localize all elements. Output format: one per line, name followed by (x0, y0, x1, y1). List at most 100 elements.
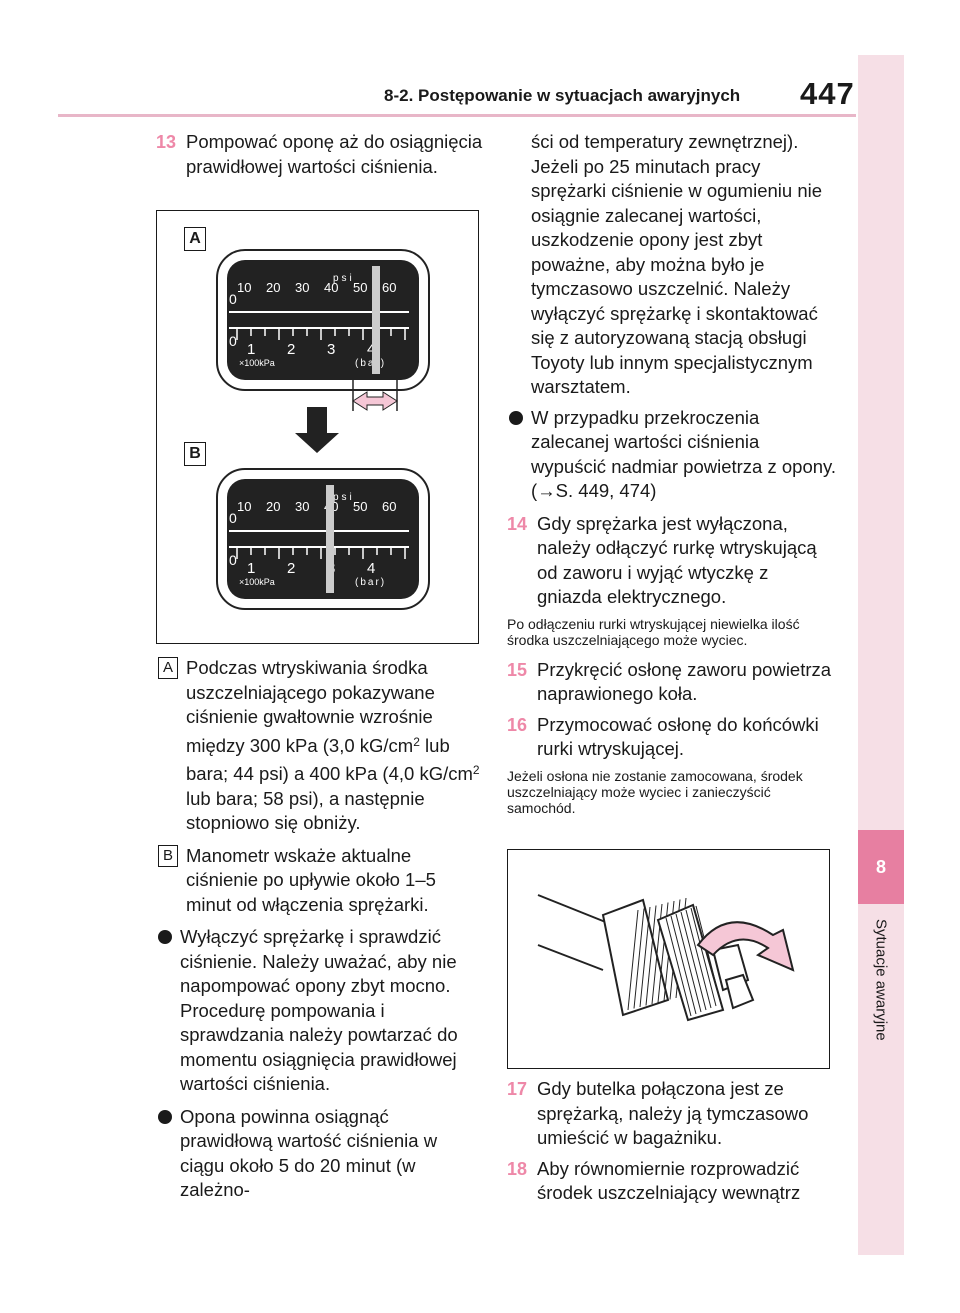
bullet-dot (158, 1109, 172, 1124)
tick-label: 3 (327, 341, 335, 358)
tick-label: 0 (229, 552, 237, 568)
right-column: ści od temperatury zewnętrznej). Jeżeli … (507, 130, 837, 826)
bar-unit-label: (bar) (355, 577, 386, 588)
step-text: Aby równomiernie rozprowadzić środek usz… (537, 1157, 801, 1204)
tick-label: 1 (247, 341, 255, 358)
note-a-text-2: lub bara; 44 psi) a 400 kPa (4,0 kG/cm (186, 734, 473, 785)
tick-label: 20 (266, 280, 280, 295)
step-number: 17 (507, 1079, 528, 1099)
figure-label-b: B (184, 442, 206, 466)
bullet-item: Wyłączyć sprężarkę i sprawdzić ciśnienie… (156, 925, 486, 1097)
note-b: B Manometr wskaże aktualne ciśnienie po … (156, 844, 486, 918)
tick-label: 0 (229, 291, 237, 307)
chapter-sidetab: 8 Sytuacje awaryjne (858, 55, 904, 1255)
continued-text: ści od temperatury zewnętrznej). Jeżeli … (531, 131, 823, 397)
step-text: Pompować oponę aż do osiągnięcia prawidł… (186, 131, 483, 177)
tick-label: 2 (287, 560, 295, 577)
tick-label: 0 (229, 333, 237, 349)
tick-label: 60 (382, 280, 396, 295)
note-a-text-1: Podczas wtryskiwania środka uszczelniają… (186, 657, 435, 756)
page-number: 447 (800, 76, 855, 111)
superscript: 2 (472, 763, 480, 777)
psi-unit-label: psi (333, 492, 355, 503)
tick-label: 1 (247, 560, 255, 577)
step-16: 16 Przymocować osłonę do końcówki rurki … (507, 713, 837, 762)
kpa-unit-label: ×100kPa (239, 577, 275, 587)
bullet-item: W przypadku przekroczenia zalecanej wart… (507, 406, 837, 504)
ridge-line (695, 905, 722, 1005)
ridge-line (680, 911, 707, 1011)
step-number: 16 (507, 714, 528, 735)
step-17: 17 Gdy butelka połączona jest ze sprężar… (507, 1077, 837, 1151)
tick-label: 4 (367, 341, 375, 358)
tick-label: 4 (367, 560, 375, 577)
ridge-line (675, 913, 702, 1013)
bar-unit-label: (bar) (355, 358, 386, 369)
thread-line (645, 905, 657, 1006)
valve-cap-figure (507, 849, 830, 1069)
right-column-lower: 17 Gdy butelka połączona jest ze sprężar… (507, 1077, 837, 1212)
step-number: 18 (507, 1158, 528, 1179)
tick-label: 20 (266, 499, 280, 514)
note-label-a: A (158, 657, 178, 679)
rotate-arrow-icon (696, 921, 795, 972)
step-number: 14 (507, 513, 528, 534)
ridge-line (670, 915, 697, 1015)
ridge-line (665, 917, 692, 1017)
step-16-note: Jeżeli osłona nie zostanie zamocowana, ś… (507, 767, 803, 816)
step-13: 13 Pompować oponę aż do osiągnięcia praw… (156, 130, 486, 179)
bullet-dot (509, 410, 523, 425)
step-number: 15 (507, 659, 528, 680)
tick-label: 2 (287, 341, 295, 358)
down-arrow (295, 407, 339, 453)
step-14: 14 Gdy sprężarka jest wyłączona, należy … (507, 512, 837, 610)
superscript: 2 (413, 734, 420, 749)
kpa-unit-label: ×100kPa (239, 358, 275, 368)
tick-label: 30 (295, 280, 309, 295)
figure-label-a: A (184, 227, 206, 251)
ridge-line (690, 907, 717, 1007)
bullet-text: Wyłączyć sprężarkę i sprawdzić ciśnienie… (180, 926, 458, 1094)
step-15: 15 Przykręcić osłonę zaworu powietrza na… (507, 658, 837, 707)
tick-label: 10 (237, 280, 251, 295)
bullet-item: Opona powinna osiągnąć prawidłową wartoś… (156, 1105, 486, 1203)
header-divider (58, 114, 856, 117)
step-number: 13 (156, 132, 177, 152)
bullet-dot (158, 930, 172, 944)
bullet-text: W przypadku przekroczenia zalecanej wart… (531, 406, 837, 502)
tick-label: 50 (353, 499, 367, 514)
note-a-text-3: lub bara; 58 psi), a następnie stopniowo… (186, 787, 425, 834)
bullet-text: Opona powinna osiągnąć prawidłową wartoś… (180, 1105, 438, 1201)
thread-line (639, 906, 651, 1008)
left-column: 13 Pompować oponę aż do osiągnięcia praw… (156, 130, 486, 185)
step-text: Przymocować osłonę do końcówki rurki wtr… (537, 713, 819, 760)
valve-cap-illustration (537, 894, 795, 1022)
left-column-lower: A Podczas wtryskiwania środka uszczelnia… (156, 656, 486, 1211)
step-text: Gdy butelka połączona jest ze sprężarką,… (537, 1078, 809, 1148)
chapter-number: 8 (858, 830, 904, 904)
tick-label: 10 (237, 499, 251, 514)
note-label-b: B (158, 844, 178, 867)
tick-label: 0 (229, 510, 237, 526)
tick-label: 50 (353, 280, 367, 295)
psi-unit-label: psi (333, 273, 355, 284)
chapter-label: Sytuacje awaryjne (872, 919, 890, 1041)
note-b-text: Manometr wskaże aktualne ciśnienie po up… (186, 844, 436, 915)
tick-label: 60 (382, 499, 396, 514)
step-text: Przykręcić osłonę zaworu powietrza napra… (537, 658, 832, 705)
tick-label: 30 (295, 499, 309, 514)
step-text: Gdy sprężarka jest wyłączona, należy odł… (537, 512, 817, 608)
ridge-line (685, 909, 712, 1009)
valve-cap (656, 903, 755, 1022)
step-14-note: Po odłączeniu rurki wtryskującej niewiel… (507, 615, 800, 648)
tick-label: 40 (324, 280, 338, 295)
step-18: 18 Aby równomiernie rozprowadzić środek … (507, 1157, 837, 1206)
thread-line (627, 909, 639, 1011)
thread-line (633, 908, 645, 1009)
note-a: A Podczas wtryskiwania środka uszczelnia… (156, 656, 486, 836)
range-arrow (352, 361, 398, 411)
